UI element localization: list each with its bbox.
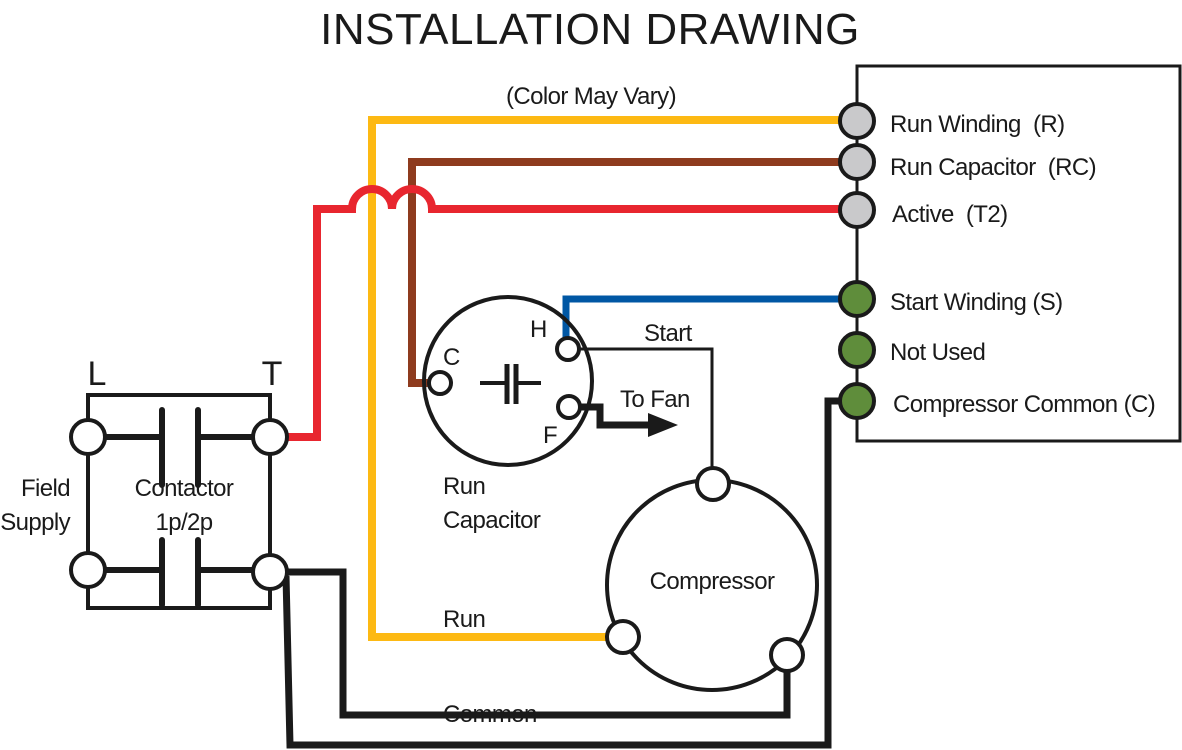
contactor-label: Contactor [135,475,234,502]
start-wire [578,347,714,468]
terminal-h-label: H [530,316,547,343]
capacitor-h-terminal[interactable] [555,336,581,362]
terminal-block [855,64,1182,443]
field-supply-label: Supply [0,509,70,536]
run-capacitor-label: Run [443,473,485,500]
run-capacitor-label: Capacitor [443,507,541,534]
terminal-label: Compressor Common (C) [893,391,1155,418]
compressor-common-wire [282,397,842,749]
contactor-l1-terminal[interactable] [69,418,107,456]
terminal-list: Run Winding (R) Run Capacitor (RC) Activ… [838,102,1156,420]
run-capacitor: C H F Run Capacitor To Fan [422,295,690,534]
capacitor-f-terminal[interactable] [556,394,582,420]
active-wire [287,185,840,441]
field-supply-label: Field [21,475,70,502]
terminal-label: Active (T2) [892,201,1007,228]
compressor: Compressor [605,466,819,692]
start-wire-label: Start [644,320,693,347]
terminal-run-winding[interactable] [838,102,876,140]
run-wire [368,116,840,641]
load-label: T [262,355,283,393]
contactor-l2-terminal[interactable] [69,551,107,589]
contactor-type: 1p/2p [155,509,212,536]
arrow-icon [648,413,678,437]
diagram-title: INSTALLATION DRAWING [320,5,860,54]
terminal-c-label: C [443,344,460,371]
fan-wire [580,403,650,429]
capacitor-plates-icon [504,364,519,404]
compressor-common-terminal[interactable] [769,637,805,673]
contactor-t1-terminal[interactable] [251,418,289,456]
terminal-active[interactable] [838,191,876,229]
common-wire [286,568,791,719]
capacitor-c-terminal[interactable] [427,370,453,396]
terminal-label: Not Used [890,339,985,366]
terminal-label: Run Capacitor (RC) [890,154,1096,181]
terminal-compressor-common[interactable] [838,382,876,420]
compressor-start-terminal[interactable] [695,466,731,502]
color-note: (Color May Vary) [506,83,676,110]
compressor-label: Compressor [650,568,775,595]
line-label: L [88,355,107,393]
contact-leads [105,434,253,573]
terminal-run-capacitor[interactable] [838,143,876,181]
contactor-t2-terminal[interactable] [251,553,289,591]
terminal-label: Run Winding (R) [890,111,1064,138]
terminal-not-used[interactable] [838,331,876,369]
to-fan-label: To Fan [620,386,690,413]
start-winding-wire [562,295,840,340]
common-wire-label: Common [443,701,537,728]
compressor-run-terminal[interactable] [605,619,641,655]
contactor: L T Contactor 1p/2p Field Supply [0,355,289,610]
terminal-f-label: F [543,422,557,449]
terminal-start-winding[interactable] [838,280,876,318]
terminal-label: Start Winding (S) [890,289,1063,316]
run-capacitor-wire [408,158,840,387]
contact-plates [159,407,201,608]
run-wire-label: Run [443,606,485,633]
